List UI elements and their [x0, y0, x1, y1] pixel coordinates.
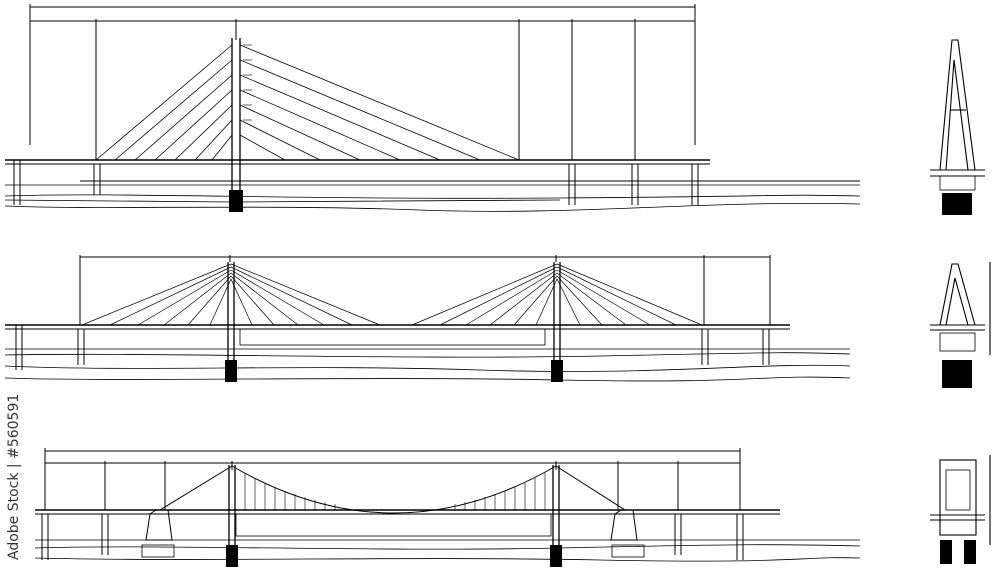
elevation-suspension	[34, 448, 861, 567]
hangers	[244, 473, 546, 510]
stock-id-text: Adobe Stock | #560591	[6, 393, 22, 560]
cross-section-2	[930, 262, 991, 388]
stay-cables	[95, 44, 520, 161]
elevation-twin-pylon	[4, 255, 851, 382]
stock-watermark-id: Adobe Stock | #560591	[2, 360, 28, 570]
anchorage-hatching	[141, 544, 645, 558]
cross-section-3	[930, 455, 991, 564]
elevation-single-pylon	[4, 4, 861, 212]
pylon	[231, 38, 241, 190]
cross-section-1	[930, 39, 985, 215]
